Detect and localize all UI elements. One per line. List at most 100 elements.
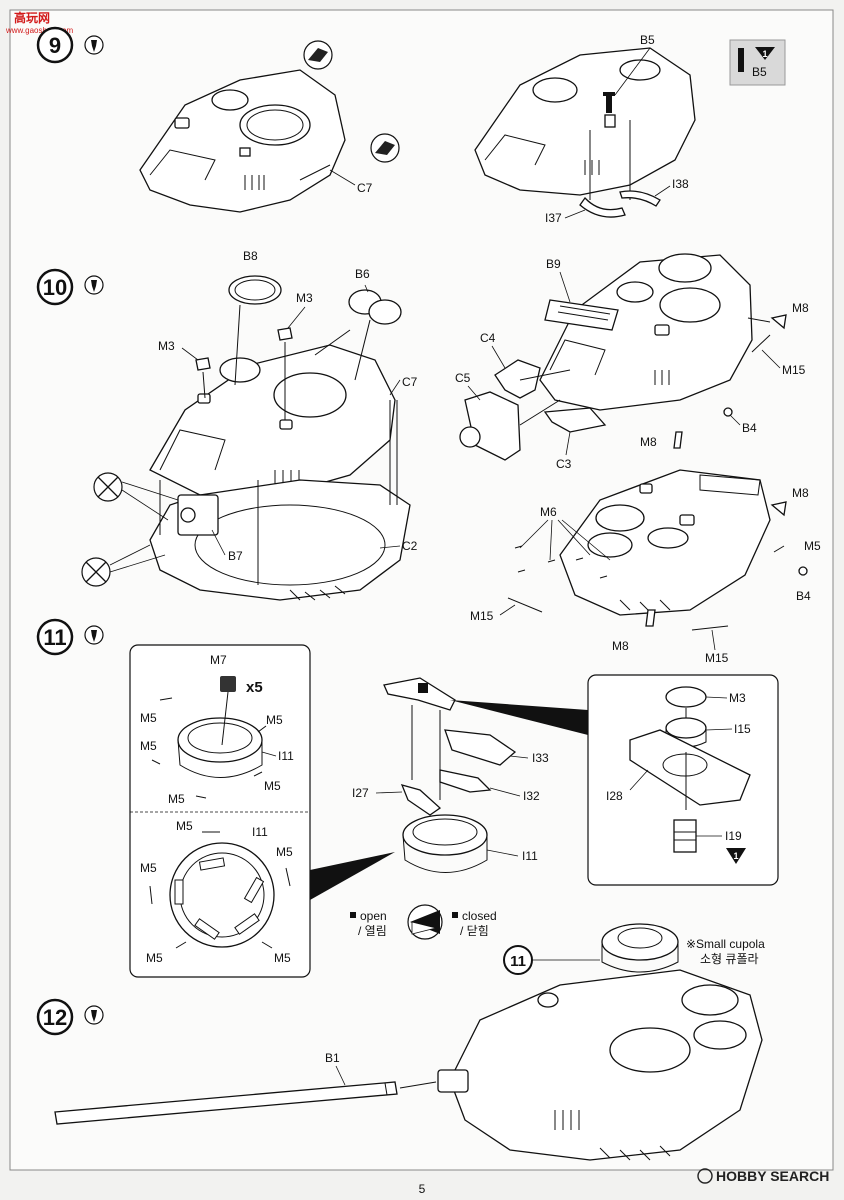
note-small-cupola: ※Small cupola (686, 937, 765, 951)
part-c3 (543, 407, 607, 433)
b5-callout: 1 B5 (729, 39, 786, 86)
turret-final (437, 969, 763, 1161)
hatch-detail-box: M3 I15 I28 I19 1 (587, 674, 779, 886)
cupola-detail-box: M7 x5 M5 M5 M5 I11 M5 M5 M5 I11 M5 M5 M7… (129, 644, 311, 978)
part-b9 (544, 299, 619, 331)
label-m15: M15 (470, 609, 494, 623)
svg-text:11: 11 (510, 953, 526, 970)
label-c7: C7 (402, 375, 418, 389)
label-c4: C4 (480, 331, 496, 345)
label-m15: M15 (782, 363, 806, 377)
label-b5: B5 (640, 33, 655, 47)
hobby-search-logo: HOBBY SEARCH (697, 1168, 829, 1184)
cement-icon (84, 275, 104, 295)
cement-brush-icon (370, 133, 400, 163)
label-b9: B9 (546, 257, 561, 271)
label-b4: B4 (742, 421, 757, 435)
svg-text:1: 1 (762, 49, 767, 59)
part-b8 (228, 275, 282, 305)
no-cement-icon (93, 472, 123, 502)
svg-text:12: 12 (43, 1005, 67, 1030)
svg-text:I11: I11 (278, 749, 294, 763)
cement-icon (84, 35, 104, 55)
label-c2: C2 (402, 539, 418, 553)
cement-icon (84, 625, 104, 645)
svg-text:/ 닫힘: / 닫힘 (460, 924, 489, 938)
svg-text:M5: M5 (146, 951, 163, 965)
part-m3 (277, 327, 293, 341)
watermark-logo: 高玩网 www.gaoshou.com (5, 10, 73, 35)
label-b7: B7 (228, 549, 243, 563)
svg-text:M7: M7 (210, 653, 227, 667)
svg-text:M5: M5 (176, 819, 193, 833)
part-i37 (579, 196, 626, 218)
svg-text:9: 9 (49, 33, 61, 58)
svg-text:I19: I19 (725, 829, 742, 843)
cement-icon (84, 1005, 104, 1025)
small-cupola (601, 923, 679, 973)
label-m3: M3 (158, 339, 175, 353)
svg-text:M3: M3 (729, 691, 746, 705)
label-m8: M8 (640, 435, 657, 449)
callout-pointer (310, 852, 395, 900)
label-b1: B1 (325, 1051, 340, 1065)
label-m6: M6 (540, 505, 557, 519)
label-c7: C7 (357, 181, 373, 195)
svg-text:高玩网: 高玩网 (14, 10, 50, 25)
step-11-reference: 11 (503, 945, 600, 975)
note-small-cupola-ko: 소형 큐폴라 (700, 952, 759, 966)
svg-text:M5: M5 (276, 845, 293, 859)
svg-text:1: 1 (733, 851, 738, 861)
svg-text:M5: M5 (140, 711, 157, 725)
svg-text:M5: M5 (140, 739, 157, 753)
label-b6: B6 (355, 267, 370, 281)
gun-barrel-b1 (54, 1081, 398, 1125)
label-m3: M3 (296, 291, 313, 305)
label-i32: I32 (523, 789, 540, 803)
part-c4 (494, 359, 541, 399)
label-c5: C5 (455, 371, 471, 385)
label-i38: I38 (672, 177, 689, 191)
svg-text:M5: M5 (168, 792, 185, 806)
part-b6 (348, 289, 402, 325)
label-i27: I27 (352, 786, 369, 800)
svg-text:10: 10 (43, 275, 67, 300)
turret-assembly-right-top (539, 253, 753, 411)
svg-text:M5: M5 (264, 779, 281, 793)
label-m8: M8 (612, 639, 629, 653)
turret-assembly-left (149, 344, 411, 601)
label-i37: I37 (545, 211, 562, 225)
svg-text:x5: x5 (246, 679, 263, 696)
svg-text:closed: closed (462, 909, 497, 923)
label-i11: I11 (522, 849, 538, 863)
no-cement-icon (81, 557, 111, 587)
cupola-exploded-view: I33 I32 I27 I11 (352, 677, 549, 873)
part-c5 (459, 391, 521, 461)
svg-text:M5: M5 (274, 951, 291, 965)
label-i33: I33 (532, 751, 549, 765)
label-c3: C3 (556, 457, 572, 471)
svg-text:I11: I11 (252, 825, 268, 839)
label-m8: M8 (792, 301, 809, 315)
svg-text:HOBBY SEARCH: HOBBY SEARCH (716, 1168, 829, 1184)
svg-text:11: 11 (43, 625, 66, 650)
svg-text:I28: I28 (606, 789, 623, 803)
step-9: 9 C7 (36, 26, 786, 225)
svg-text:I15: I15 (734, 722, 751, 736)
turret-left (139, 69, 346, 213)
step-11: 11 M7 x5 M5 M5 M5 I11 M5 M5 (36, 618, 779, 978)
step-12: 12 11 ※Small cupola 소형 큐폴라 (36, 923, 765, 1161)
svg-text:/ 열림: / 열림 (358, 924, 387, 938)
callout-pointer (450, 700, 588, 735)
label-b8: B8 (243, 249, 258, 263)
part-m3 (195, 357, 211, 371)
step-10: 10 B8 B6 (36, 249, 821, 665)
page-number: 5 (419, 1182, 426, 1196)
svg-text:M5: M5 (140, 861, 157, 875)
part-i38 (619, 190, 661, 207)
svg-text:open: open (360, 909, 387, 923)
pin-b5 (603, 92, 615, 113)
cement-brush-icon (303, 40, 333, 70)
turret-assembly-right-bottom (559, 469, 771, 616)
